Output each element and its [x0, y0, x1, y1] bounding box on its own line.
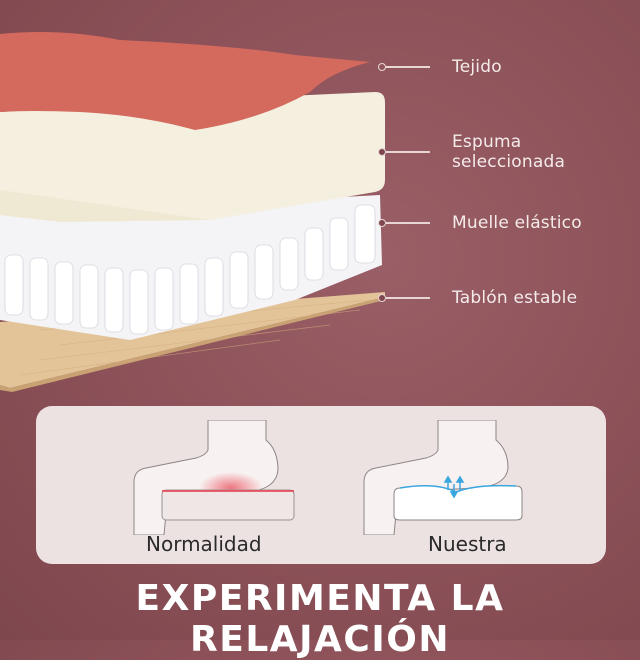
- callout-foam: Espuma seleccionada: [378, 132, 640, 172]
- headline: EXPERIMENTA LA RELAJACIÓN: [135, 578, 505, 660]
- our-sitting-figure: [363, 420, 523, 535]
- callout-dot-icon: [378, 294, 386, 302]
- spring-layer: [0, 195, 382, 340]
- callout-fabric: Tejido: [378, 57, 502, 77]
- callout-dot-icon: [378, 63, 386, 71]
- label-fabric: Tejido: [452, 57, 502, 77]
- callout-line: [386, 222, 430, 224]
- comparison-panel: Normalidad Nuestra: [36, 406, 606, 564]
- callout-board: Tablón estable: [378, 288, 577, 308]
- label-spring: Muelle elástico: [452, 213, 582, 233]
- caption-normal: Normalidad: [146, 532, 262, 556]
- callout-line: [386, 297, 430, 299]
- label-foam: Espuma seleccionada: [451, 132, 566, 172]
- relief-arrows-icon: [443, 475, 465, 499]
- callout-line: [386, 66, 430, 68]
- mattress-layers-illustration: [0, 32, 385, 392]
- callout-line: [386, 151, 430, 153]
- callout-dot-icon: [378, 219, 386, 227]
- fabric-layer: [0, 32, 370, 130]
- caption-ours: Nuestra: [428, 532, 507, 556]
- normal-sitting-figure: [133, 420, 295, 535]
- callout-dot-icon: [378, 148, 386, 156]
- foam-layer: [0, 92, 385, 222]
- label-board: Tablón estable: [452, 288, 578, 308]
- callout-spring: Muelle elástico: [378, 213, 582, 233]
